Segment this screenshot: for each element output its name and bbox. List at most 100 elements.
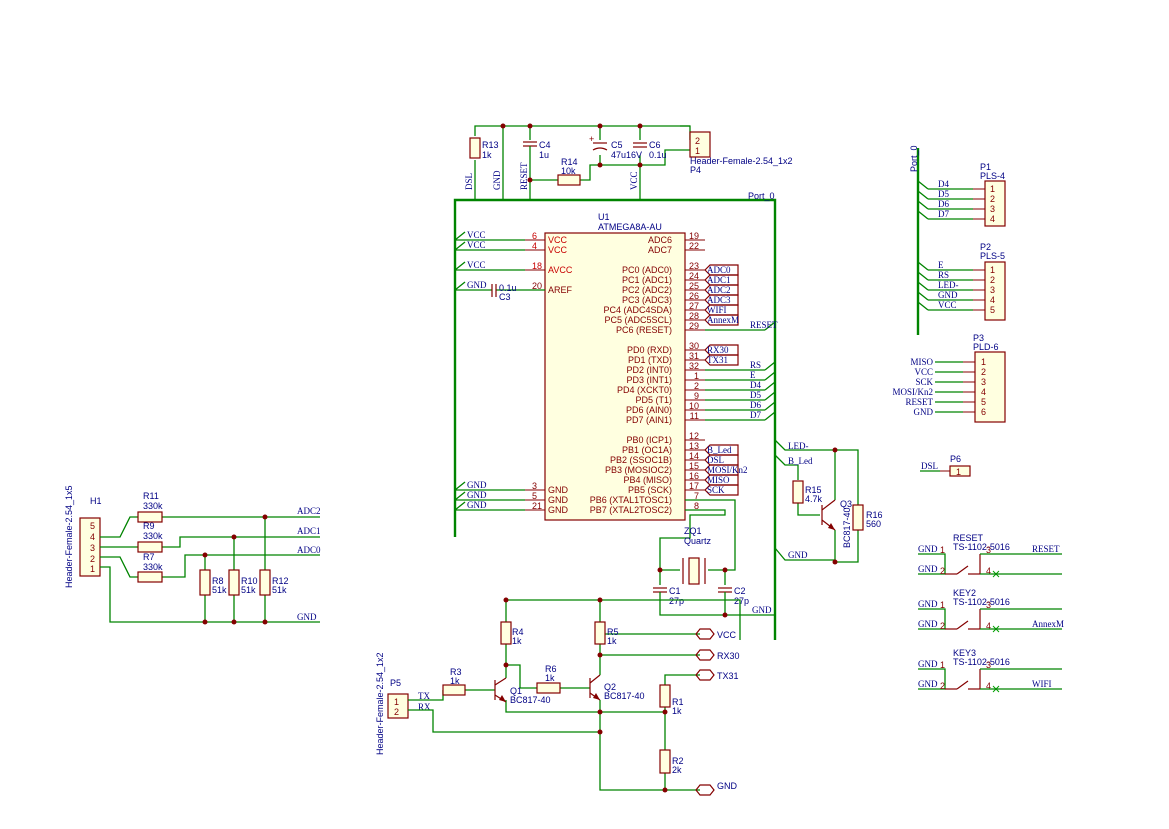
bus-net-2: E xyxy=(750,370,756,380)
mcu-right-pin-name-7: PC5 (ADC5SCL) xyxy=(604,315,672,325)
svg-text:+: + xyxy=(589,134,594,144)
key-pin4-2: 4 xyxy=(986,681,991,691)
key-pin4-1: 4 xyxy=(986,621,991,631)
c3-ref: C3 xyxy=(499,292,511,302)
p1-rows-net-0: D4 xyxy=(938,179,949,189)
mcu-right-pin-num-6: 27 xyxy=(689,301,699,311)
r9-ref: R9 xyxy=(143,521,155,531)
mcu-right-pin-name-10: PD1 (TXD) xyxy=(628,355,672,365)
mcu-right-net-21: MISO xyxy=(707,475,730,485)
zq1-ref: ZQ1 xyxy=(684,526,702,536)
mcu-left-net-3: GND xyxy=(467,280,487,290)
r6-ref: R6 xyxy=(545,664,557,674)
p3-pin-3: 4 xyxy=(981,387,986,397)
p2-rows-net-3: GND xyxy=(938,290,958,300)
r10-ref: R10 xyxy=(241,576,258,586)
key-gnd1-2: GND xyxy=(918,659,938,669)
mcu-body xyxy=(544,232,686,521)
mcu-left-pin-num-6: 21 xyxy=(532,501,542,511)
adc-gnd-net: GND xyxy=(297,612,317,622)
mcu-right-net-7: AnnexM xyxy=(707,315,739,325)
vcc-flag: VCC xyxy=(717,630,737,640)
mcu-left-net-2: VCC xyxy=(467,260,486,270)
r8-value: 51k xyxy=(212,585,227,595)
c1-ref: C1 xyxy=(669,586,681,596)
h1-pin-1: 1 xyxy=(90,564,95,574)
q3-value: BC817-40 xyxy=(842,507,852,548)
mcu-left-pin-num-1: 4 xyxy=(532,241,537,251)
p1-rows-net-2: D6 xyxy=(938,199,949,209)
led-driver: R15 4.7k R16 560 Q3 BC817-40 LED- B_Led … xyxy=(774,439,883,565)
mcu-right-pin-num-14: 9 xyxy=(694,391,699,401)
p3-pin-2: 3 xyxy=(981,377,986,387)
c5-value: 47u16V xyxy=(611,150,642,160)
mcu-value: ATMEGA8A-AU xyxy=(598,222,662,232)
mcu-right-net-20: MOSI/Kn2 xyxy=(707,465,748,475)
zq1-value: Quartz xyxy=(684,536,712,546)
mcu-right-pin-name-18: PB1 (OC1A) xyxy=(622,445,672,455)
r4-ref: R4 xyxy=(512,627,524,637)
mcu-right-pin-num-17: 12 xyxy=(689,431,699,441)
r5-resistor xyxy=(594,621,606,645)
analog-input-section: H1 Header-Female-2.54_1x5 5 4 3 2 1 R11 … xyxy=(64,485,321,625)
r6-value: 1k xyxy=(545,673,555,683)
r12-resistor xyxy=(259,569,271,596)
p1-rows-net-3: D7 xyxy=(938,209,949,219)
h1-pin-4: 4 xyxy=(90,532,95,542)
key-gnd2-0: GND xyxy=(918,564,938,574)
h1-value: Header-Female-2.54_1x5 xyxy=(64,485,74,588)
mcu-right-pin-num-18: 13 xyxy=(689,441,699,451)
r15-value: 4.7k xyxy=(805,494,823,504)
q2-value: BC817-40 xyxy=(604,691,645,701)
key-value-1: TS-1102-5016 xyxy=(953,597,1010,607)
key-ref-0: RESET xyxy=(953,533,984,543)
key-pin2-0: 2 xyxy=(940,566,945,576)
mcu-right-pin-name-23: PB6 (XTAL1TOSC1) xyxy=(590,495,672,505)
mcu-right-net-10: TX31 xyxy=(707,355,728,365)
bus-net-0: RESET xyxy=(750,320,778,330)
p1-rows-pin-3: 4 xyxy=(990,214,995,224)
adc0-net: ADC0 xyxy=(297,545,321,555)
mcu-right-pin-num-0: 19 xyxy=(689,231,699,241)
mcu-left-pin-name-0: VCC xyxy=(548,235,568,245)
r14-ref: R14 xyxy=(561,157,578,167)
b-led-net: B_Led xyxy=(788,456,813,466)
key-gnd1-1: GND xyxy=(918,599,938,609)
mcu-left-pin-name-3: AREF xyxy=(548,285,573,295)
p3-net-2: SCK xyxy=(915,377,933,387)
p1-rows-pin-2: 3 xyxy=(990,204,995,214)
p3-net-1: VCC xyxy=(914,367,933,377)
c4-value: 1u xyxy=(539,150,549,160)
r1-value: 1k xyxy=(672,706,682,716)
mcu-left-pin-num-2: 18 xyxy=(532,261,542,271)
mcu-right-pin-name-19: PB2 (SSOC1B) xyxy=(610,455,672,465)
mcu-left-pin-name-4: GND xyxy=(548,485,569,495)
mcu-right-pin-name-21: PB4 (MISO) xyxy=(623,475,672,485)
p6-ref: P6 xyxy=(950,454,961,464)
adc1-net: ADC1 xyxy=(297,526,321,536)
key-gnd2-2: GND xyxy=(918,679,938,689)
p2-rows-pin-4: 5 xyxy=(990,305,995,315)
r8-ref: R8 xyxy=(212,576,224,586)
key-ref-1: KEY2 xyxy=(953,588,976,598)
mcu-right-pin-name-5: PC3 (ADC3) xyxy=(622,295,672,305)
rx30-flag: RX30 xyxy=(717,651,740,661)
key-net-0: RESET xyxy=(1032,544,1060,554)
top-net-gnd: GND xyxy=(492,170,502,190)
p5-value: Header-Female-2.54_1x2 xyxy=(375,652,385,755)
mcu-left-pin-name-5: GND xyxy=(548,495,569,505)
mcu-right-pin-name-4: PC2 (ADC2) xyxy=(622,285,672,295)
r2-ref: R2 xyxy=(672,756,684,766)
h1-pin-2: 2 xyxy=(90,554,95,564)
key-net-2: WIFI xyxy=(1032,679,1052,689)
connector-p3: P3 PLD-6 1MISO2VCC3SCK4MOSI/Kn25RESET6GN… xyxy=(892,333,1006,423)
tx-net: TX xyxy=(418,691,430,701)
mcu-left-pin-name-2: AVCC xyxy=(548,265,573,275)
mcu-left-pin-num-4: 3 xyxy=(532,481,537,491)
p4-pin-1: 1 xyxy=(695,146,700,156)
c6-value: 0.1u xyxy=(649,150,667,160)
r16-ref: R16 xyxy=(866,510,883,520)
bus-label: Port_0 xyxy=(748,191,775,201)
r15-resistor xyxy=(792,480,804,504)
h1-pin-5: 5 xyxy=(90,521,95,531)
